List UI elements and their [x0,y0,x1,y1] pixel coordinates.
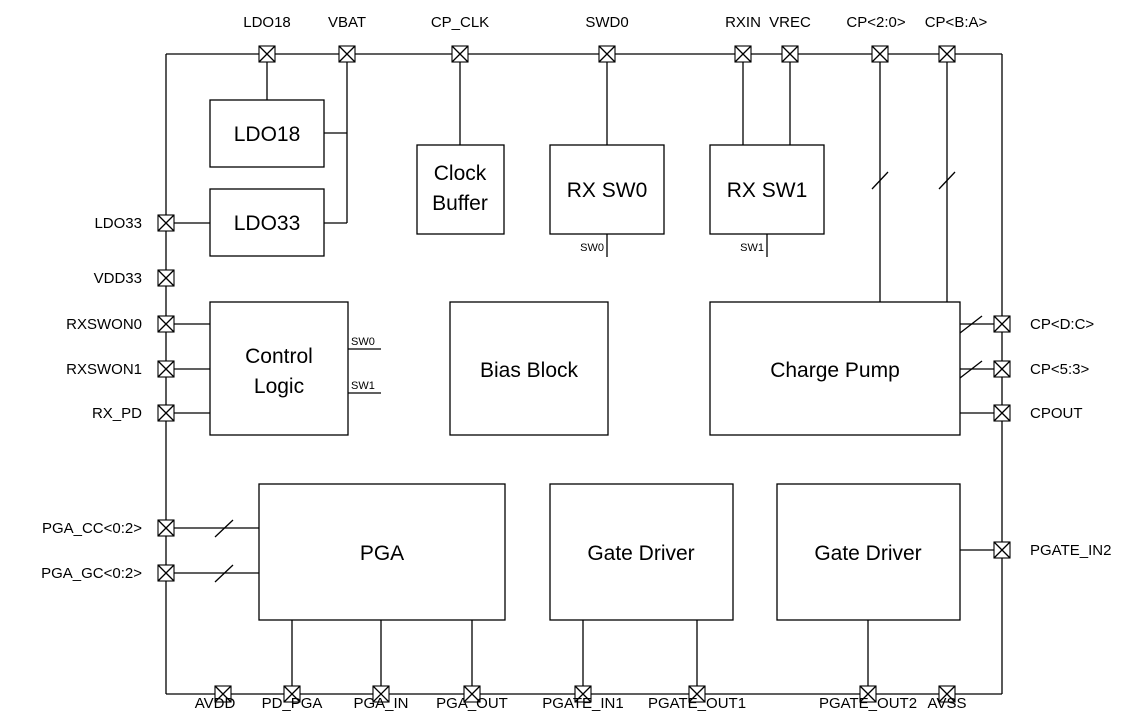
pin-label-pgate-out2: PGATE_OUT2 [819,695,917,712]
pin-label-cpdc: CP<D:C> [1030,316,1094,333]
charge-pump-block [709,301,961,436]
pin-label-pd-pga: PD_PGA [262,695,323,712]
control-logic-block [209,301,349,436]
pad-cp20 [871,45,889,63]
slash-cp53 [959,360,983,379]
rx-sw1-block [709,144,825,235]
pin-label-pga-gc: PGA_GC<0:2> [41,565,142,582]
charge-pump-label: Charge Pump [770,359,900,382]
ldo33-block [209,188,325,257]
slash-cpba [938,171,956,190]
pin-label-vdd33: VDD33 [94,270,142,287]
pga-block [258,483,506,621]
pad-pgate-out2 [859,685,877,703]
rx-sw0-label: RX SW0 [567,179,648,202]
pin-label-cp53: CP<5:3> [1030,361,1089,378]
gate-driver-2-block [776,483,961,621]
pad-vrec [781,45,799,63]
pin-label-swd0: SWD0 [585,14,628,31]
pin-label-ldo18: LDO18 [243,14,291,31]
pin-label-cp20: CP<2:0> [846,14,905,31]
pad-vbat [338,45,356,63]
pin-label-avdd: AVDD [195,695,236,712]
pin-label-cpout: CPOUT [1030,405,1083,422]
slash-pga-gc [214,564,234,583]
clock-buffer-block [416,144,505,235]
pin-label-cpba: CP<B:A> [925,14,988,31]
gate-driver-1-label: Gate Driver [587,542,694,565]
slash-cp20 [871,171,889,190]
pin-label-ldo33: LDO33 [94,215,142,232]
pin-label-rxswon1: RXSWON1 [66,361,142,378]
pad-rxswon1 [157,360,175,378]
pad-pgate-in2 [993,541,1011,559]
pad-ldo18 [258,45,276,63]
pad-cpout [993,404,1011,422]
gate-driver-2-label: Gate Driver [814,542,921,565]
gate-driver-1-block [549,483,734,621]
pad-vdd33 [157,269,175,287]
slash-pga-cc [214,519,234,538]
sw0-out-label: SW0 [580,242,604,254]
pin-label-pgate-in1: PGATE_IN1 [542,695,623,712]
pad-avss [938,685,956,703]
control-logic-label-1: Control [245,345,313,368]
pin-label-pga-in: PGA_IN [353,695,408,712]
pad-pgate-in1 [574,685,592,703]
ldo33-label: LDO33 [234,212,301,235]
pad-rx-pd [157,404,175,422]
pad-cpdc [993,315,1011,333]
pin-label-pgate-in2: PGATE_IN2 [1030,542,1111,559]
pin-label-vbat: VBAT [328,14,366,31]
pin-label-rx-pd: RX_PD [92,405,142,422]
pin-label-cp-clk: CP_CLK [431,14,489,31]
pin-label-pgate-out1: PGATE_OUT1 [648,695,746,712]
pin-label-rxin: RXIN [725,14,761,31]
pad-cpba [938,45,956,63]
pad-swd0 [598,45,616,63]
sw1-out-label: SW1 [740,242,764,254]
pin-label-rxswon0: RXSWON0 [66,316,142,333]
clock-buffer-label-2: Buffer [432,192,488,215]
bias-block [449,301,609,436]
pad-avdd [214,685,232,703]
pin-label-pga-out: PGA_OUT [436,695,508,712]
ldo18-label: LDO18 [234,123,301,146]
pad-ldo33 [157,214,175,232]
ldo18-block [209,99,325,168]
clock-buffer-label-1: Clock [434,162,487,185]
bias-block-label: Bias Block [480,359,579,382]
pad-pga-cc [157,519,175,537]
pad-pga-in [372,685,390,703]
pin-label-avss: AVSS [928,695,967,712]
pad-rxin [734,45,752,63]
ctrl-sw1-label: SW1 [351,380,375,392]
pad-pd-pga [283,685,301,703]
pin-pads [157,45,1011,703]
pin-label-vrec: VREC [769,14,811,31]
slash-cpdc [959,315,983,334]
rx-sw1-label: RX SW1 [727,179,808,202]
pad-cp-clk [451,45,469,63]
rx-sw0-block [549,144,665,235]
ctrl-sw0-label: SW0 [351,336,375,348]
pad-pga-out [463,685,481,703]
pad-rxswon0 [157,315,175,333]
pin-label-pga-cc: PGA_CC<0:2> [42,520,142,537]
pga-label: PGA [360,542,404,565]
pad-pga-gc [157,564,175,582]
pad-cp53 [993,360,1011,378]
control-logic-label-2: Logic [254,375,304,398]
pad-pgate-out1 [688,685,706,703]
